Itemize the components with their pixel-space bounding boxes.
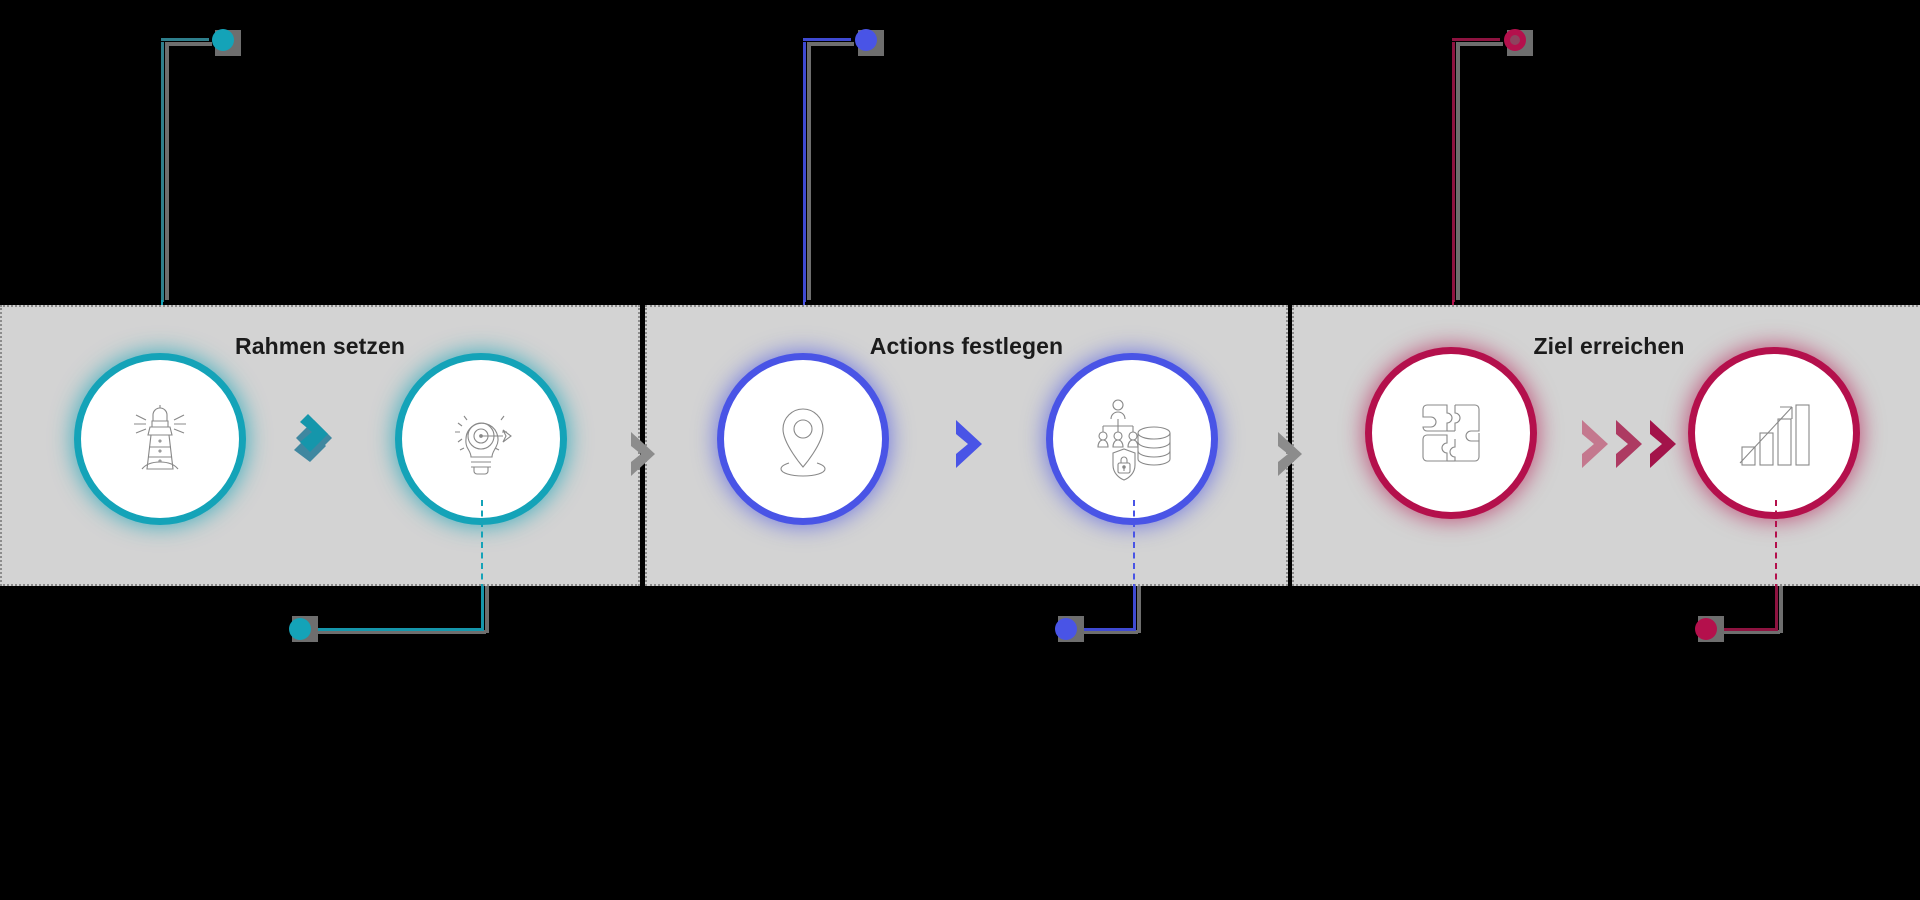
lightbulb-target-icon xyxy=(433,391,529,487)
connector-line xyxy=(1068,628,1136,631)
connector-endpoint-marker[interactable] xyxy=(1695,618,1717,640)
phase-title-1: Rahmen setzen xyxy=(234,333,405,359)
governance-data-shield-icon xyxy=(1084,391,1180,487)
connector-endpoint-marker[interactable] xyxy=(289,618,311,640)
connector-shadow xyxy=(306,630,486,634)
connector-line xyxy=(302,628,484,631)
connector-line xyxy=(161,38,209,41)
connector-line xyxy=(1708,628,1778,631)
connector-endpoint-marker[interactable] xyxy=(212,29,234,51)
connector-line xyxy=(803,38,851,41)
separator-1-2 xyxy=(625,428,667,480)
node-lighthouse[interactable] xyxy=(81,360,239,518)
connector-line xyxy=(161,42,164,302)
connector-endpoint-marker[interactable] xyxy=(1504,29,1526,51)
connector-shadow xyxy=(1456,42,1460,300)
map-pin-icon xyxy=(755,391,851,487)
connector-shadow xyxy=(807,42,811,300)
chevron-right-icon xyxy=(1582,420,1676,468)
chevron-right-icon xyxy=(956,420,982,468)
connector-shadow xyxy=(165,42,212,46)
connector-line xyxy=(481,586,484,631)
connector-line xyxy=(1452,42,1455,302)
connector-dash xyxy=(481,500,483,590)
growth-bar-chart-icon xyxy=(1726,385,1822,481)
node-bulb-target[interactable] xyxy=(402,360,560,518)
connector-shadow xyxy=(165,42,169,300)
connector-shadow xyxy=(1779,586,1783,633)
node-map-pin[interactable] xyxy=(724,360,882,518)
puzzle-pieces-icon xyxy=(1403,385,1499,481)
phase-title-2: Actions festlegen xyxy=(869,333,1064,359)
lighthouse-icon xyxy=(112,391,208,487)
node-growth-chart[interactable] xyxy=(1695,354,1853,512)
connector-shadow xyxy=(807,42,854,46)
phase-title-3: Ziel erreichen xyxy=(1533,333,1685,359)
separator-2-3 xyxy=(1272,428,1314,480)
connector-endpoint-marker[interactable] xyxy=(855,29,877,51)
connector-shadow xyxy=(1072,630,1138,634)
connector-shadow xyxy=(1712,630,1780,634)
connector-shadow xyxy=(1456,42,1503,46)
connector-shadow xyxy=(485,586,489,633)
connector-dash xyxy=(1133,500,1135,590)
connector-endpoint-marker[interactable] xyxy=(1055,618,1077,640)
chevron-right-icon xyxy=(294,414,332,462)
connector-line xyxy=(1133,586,1136,631)
connector-shadow xyxy=(1137,586,1141,633)
separator-chevron-teal xyxy=(292,404,348,476)
connector-line xyxy=(1775,586,1778,631)
node-governance[interactable] xyxy=(1053,360,1211,518)
connector-dash xyxy=(1775,500,1777,590)
node-puzzle[interactable] xyxy=(1372,354,1530,512)
chevron-right-icon xyxy=(1278,432,1302,476)
connector-line xyxy=(803,42,806,302)
separator-chevron-crimson xyxy=(1578,418,1690,470)
chevron-right-icon xyxy=(631,432,655,476)
connector-line xyxy=(1452,38,1500,41)
separator-chevron-blue xyxy=(950,418,994,470)
